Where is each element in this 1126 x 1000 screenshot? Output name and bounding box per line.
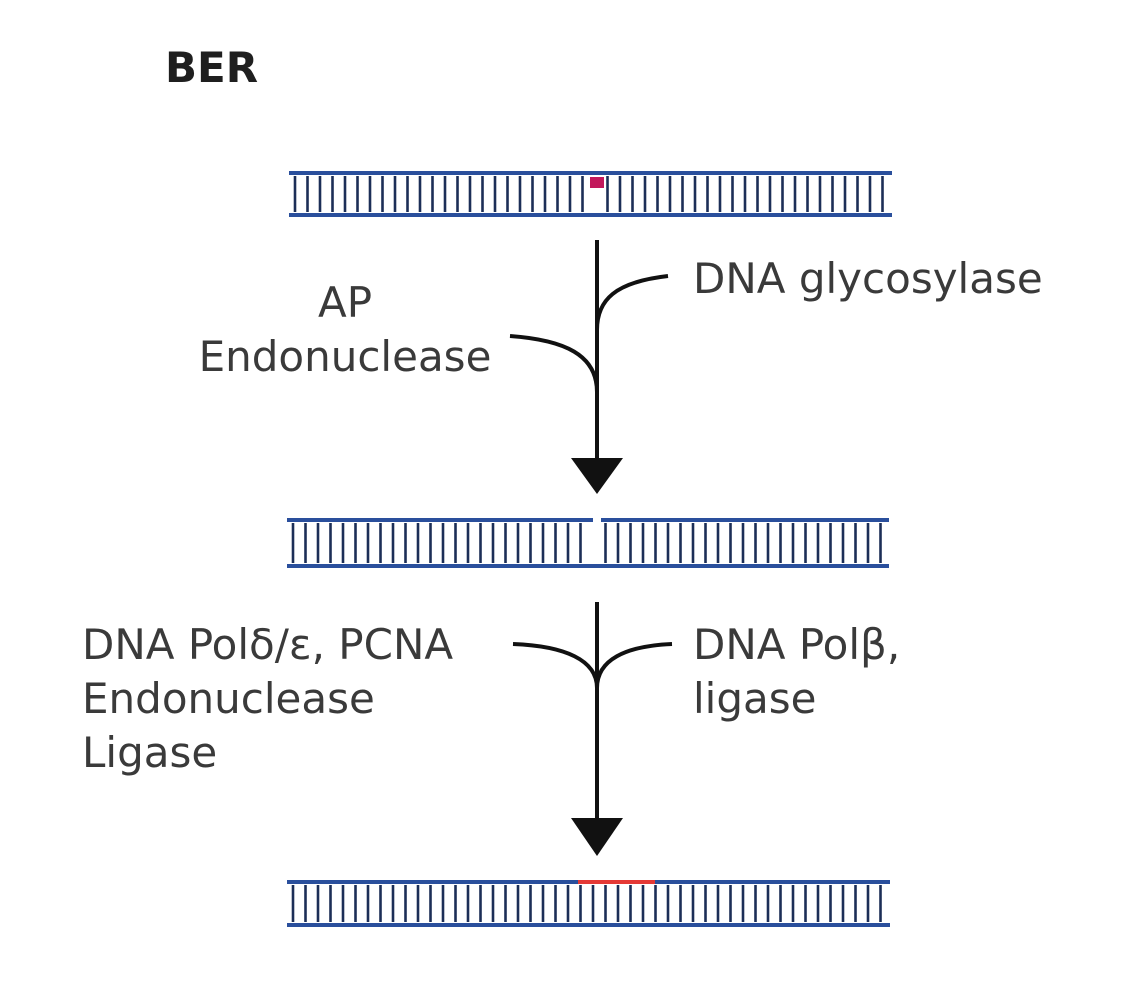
damaged-base — [590, 177, 604, 188]
step2-left-label: DNA Polδ/ε, PCNA Endonuclease Ligase — [82, 620, 454, 777]
diagram-title: BER — [165, 43, 259, 92]
step1-right-label: DNA glycosylase — [693, 254, 1043, 303]
dna-strand-repaired — [287, 880, 890, 927]
enzyme-bracket-right — [595, 274, 669, 331]
step1-left-label: AP Endonuclease — [198, 278, 492, 381]
arrowhead — [571, 458, 623, 494]
enzyme-bracket-left — [512, 642, 599, 689]
step2-right-label: DNA Polβ, ligase — [693, 620, 901, 723]
enzyme-bracket-left — [509, 334, 599, 393]
pathway-arrow-1 — [509, 240, 669, 494]
arrowhead — [571, 818, 623, 856]
enzyme-bracket-right — [595, 642, 673, 689]
pathway-arrow-2 — [512, 602, 673, 856]
dna-strand-damaged — [289, 171, 892, 217]
dna-strand-nicked — [287, 518, 889, 568]
